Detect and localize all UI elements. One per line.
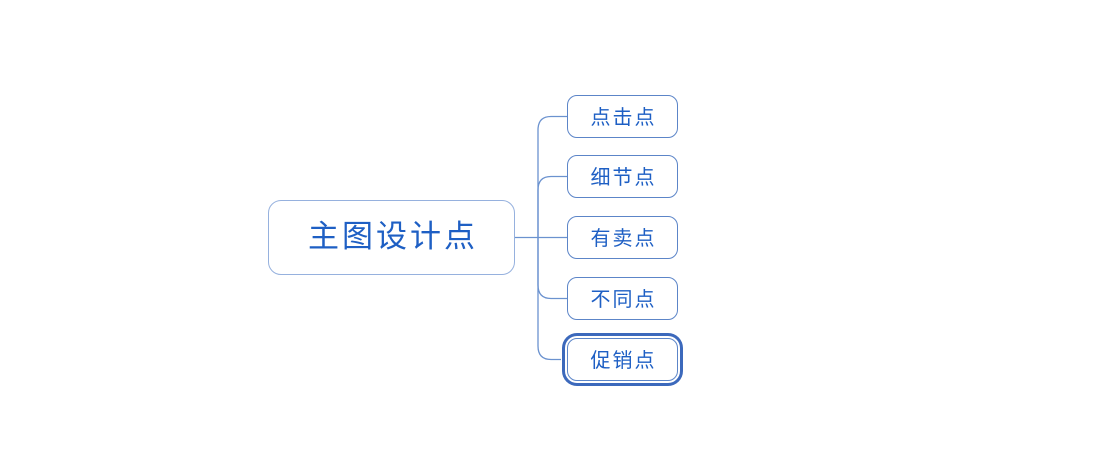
branch-node-promotion-point[interactable]: 促销点 (567, 338, 678, 381)
branch-node-label: 细节点 (590, 164, 657, 189)
branch-node-label: 有卖点 (590, 225, 657, 250)
connector-branch-2 (537, 175, 567, 238)
connector-branch-1 (537, 115, 567, 238)
branch-node-label: 不同点 (590, 286, 657, 311)
branch-node-label: 点击点 (590, 104, 657, 129)
root-node-label: 主图设计点 (308, 219, 478, 255)
root-node-main-image-design-points[interactable]: 主图设计点 (268, 200, 515, 275)
branch-node-label: 促销点 (590, 347, 657, 372)
connector-branch-5 (537, 237, 561, 361)
connector-branch-4 (537, 237, 567, 300)
branch-node-difference-point[interactable]: 不同点 (567, 277, 678, 320)
branch-node-detail-point[interactable]: 细节点 (567, 155, 678, 198)
branch-node-selling-point[interactable]: 有卖点 (567, 216, 678, 259)
branch-node-click-point[interactable]: 点击点 (567, 95, 678, 138)
